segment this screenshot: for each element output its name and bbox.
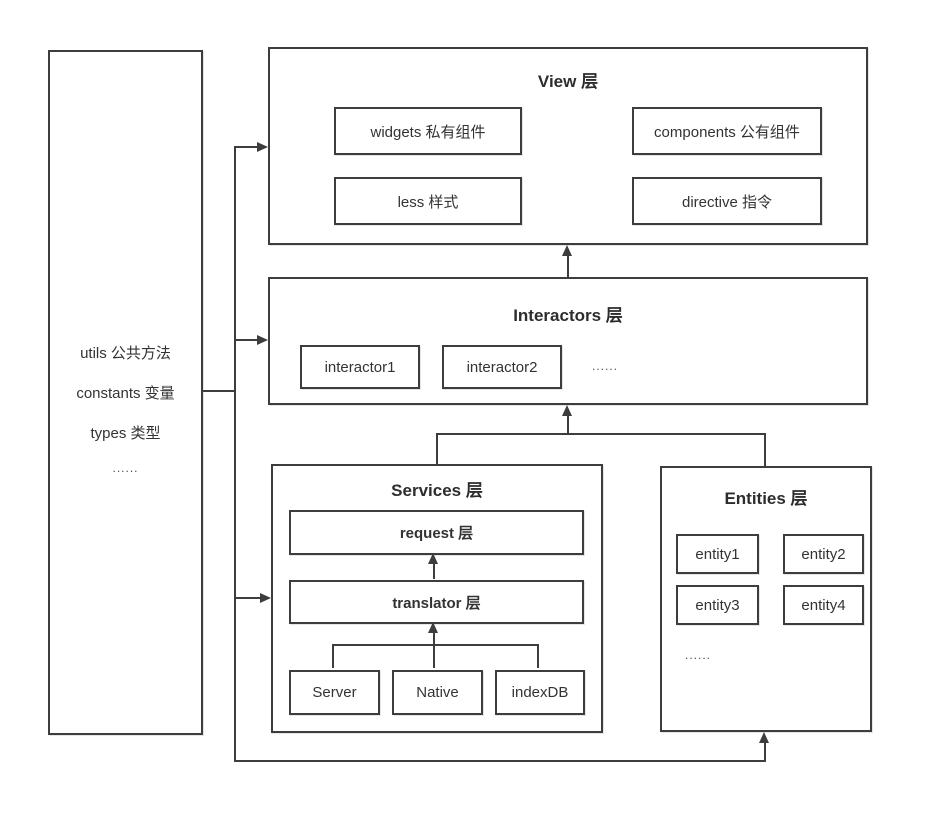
widgets-box: widgets 私有组件 — [334, 107, 522, 155]
interactors-layer-title: Interactors 层 — [513, 306, 623, 325]
native-box: Native — [392, 670, 483, 715]
arrow-translator-to-request-icon — [428, 553, 438, 564]
entity2-box: entity2 — [783, 534, 864, 574]
connector-native-up-line — [433, 633, 435, 668]
interactors-layer: Interactors 层 interactor1 interactor2 ..… — [268, 277, 868, 405]
services-layer-title: Services 层 — [391, 481, 483, 500]
entities-layer-title: Entities 层 — [724, 489, 808, 508]
indexdb-box: indexDB — [495, 670, 585, 715]
server-box: Server — [289, 670, 380, 715]
arrow-to-view-icon — [257, 142, 268, 152]
arrow-to-services-icon — [260, 593, 271, 603]
entity1-box: entity1 — [676, 534, 759, 574]
arrow-sources-to-translator-icon — [428, 622, 438, 633]
entities-ellipsis: ...... — [685, 648, 712, 662]
connector-services-stub — [436, 433, 438, 464]
directive-box: directive 指令 — [632, 177, 822, 225]
sidebar-item-constants: constants 变量 — [76, 385, 175, 402]
connector-interactors-view-line — [567, 255, 569, 278]
connector-to-services-line — [236, 597, 260, 599]
sidebar-item-utils: utils 公共方法 — [80, 345, 171, 362]
interactor2-box: interactor2 — [442, 345, 562, 389]
shared-modules-panel: utils 公共方法 constants 变量 types 类型 ...... — [48, 50, 203, 735]
connector-to-interactors-line — [236, 339, 257, 341]
connector-server-stub — [332, 644, 334, 668]
connector-indexdb-stub — [537, 644, 539, 668]
connector-translator-request-line — [433, 563, 435, 579]
interactors-ellipsis: ...... — [592, 359, 619, 373]
arrow-interactors-to-view-icon — [562, 245, 572, 256]
connector-panel-stub — [202, 390, 236, 392]
sidebar-ellipsis: ...... — [112, 461, 139, 475]
connector-bottom-line — [234, 760, 766, 762]
services-layer: Services 层 request 层 translator 层 Server… — [271, 464, 603, 733]
sidebar-item-types: types 类型 — [90, 425, 161, 442]
entity3-box: entity3 — [676, 585, 759, 625]
connector-merge-line — [436, 433, 766, 435]
arrow-to-entities-icon — [759, 732, 769, 743]
connector-trunk-line — [234, 146, 236, 762]
connector-to-view-line — [236, 146, 257, 148]
arrow-merge-to-interactors-icon — [562, 405, 572, 416]
connector-to-entities-line — [764, 742, 766, 762]
connector-sources-tree-line — [332, 644, 539, 646]
arrow-to-interactors-icon — [257, 335, 268, 345]
request-layer-box: request 层 — [289, 510, 584, 555]
components-box: components 公有组件 — [632, 107, 822, 155]
view-layer: View 层 widgets 私有组件 components 公有组件 less… — [268, 47, 868, 245]
connector-entities-stub — [764, 433, 766, 466]
less-box: less 样式 — [334, 177, 522, 225]
interactor1-box: interactor1 — [300, 345, 420, 389]
translator-layer-box: translator 层 — [289, 580, 584, 624]
entities-layer: Entities 层 entity1 entity2 entity3 entit… — [660, 466, 872, 732]
connector-merge-up-line — [567, 415, 569, 435]
entity4-box: entity4 — [783, 585, 864, 625]
view-layer-title: View 层 — [537, 72, 599, 91]
